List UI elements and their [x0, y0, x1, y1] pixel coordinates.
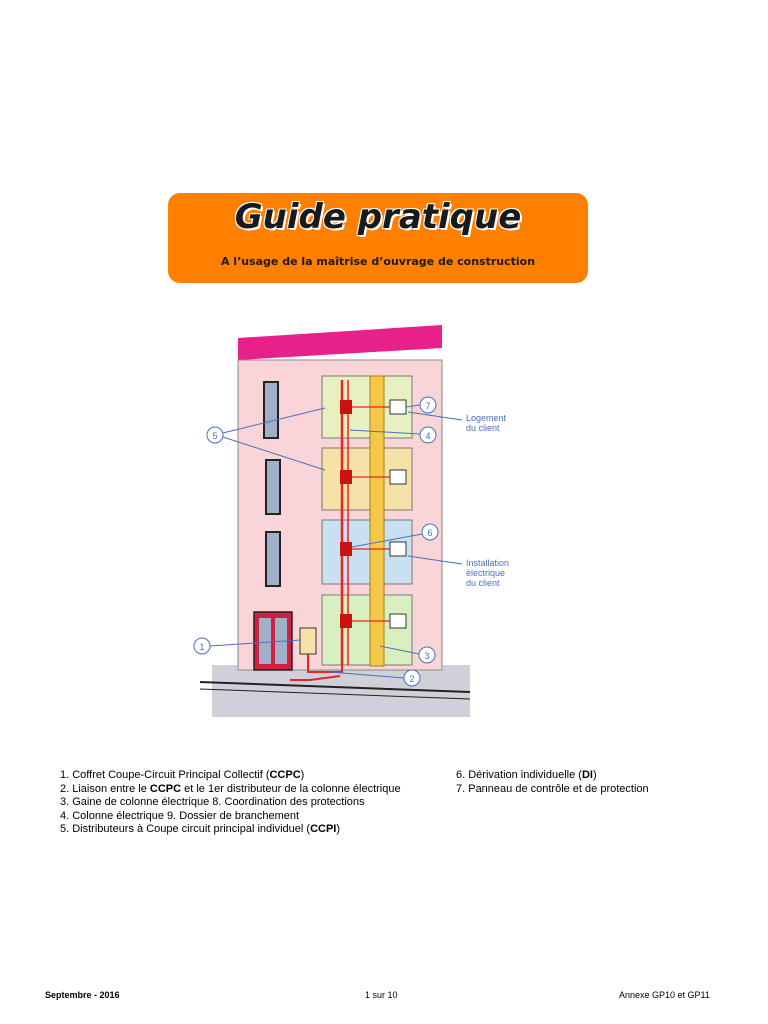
legend-item: 3. Gaine de colonne électrique 8. Coordi… — [60, 796, 365, 808]
legend-item: 1. Coffret Coupe-Circuit Principal Colle… — [60, 769, 305, 781]
footer-annex: Annexe GP10 et GP11 — [619, 990, 710, 1000]
callout-6 — [351, 523, 439, 548]
legend-item: 2. Liaison entre le CCPC et le 1er distr… — [60, 782, 401, 795]
callout-5 — [206, 407, 326, 471]
legend-item: 6. Dérivation individuelle (DI) — [456, 769, 597, 781]
legend-item: 7. Panneau de contrôle et de protection — [456, 782, 649, 795]
label-installation: Installation électrique du client — [466, 558, 512, 588]
callout-1 — [193, 637, 301, 655]
column-sheath — [369, 375, 385, 667]
banner-subtitle: A l’usage de la maîtrise d’ouvrage de co… — [220, 255, 536, 268]
distributor — [340, 542, 352, 556]
banner-title: Guide pratique — [234, 197, 522, 237]
liaison-cable — [307, 654, 343, 673]
svg-text:2: 2 — [409, 674, 414, 684]
window — [263, 381, 279, 439]
distributor — [340, 400, 352, 414]
control-panel — [389, 469, 407, 485]
legend-item: 5. Distributeurs à Coupe circuit princip… — [60, 823, 341, 835]
legend-right: 6. Dérivation individuelle (DI) 7. Panne… — [456, 769, 649, 796]
legend-item: 4. Colonne électrique 9. Dossier de bran… — [60, 809, 300, 822]
callout-4 — [349, 426, 437, 444]
callout-7 — [405, 396, 437, 414]
callout-3 — [379, 645, 436, 664]
label-logement: Logement du client — [466, 413, 509, 433]
callout-2 — [329, 669, 421, 687]
window — [265, 531, 281, 587]
ccpc-box — [299, 627, 317, 655]
footer-page-number: 1 sur 10 — [365, 990, 398, 1000]
control-panel — [389, 399, 407, 415]
floor-cutaway — [321, 594, 413, 666]
floor-cutaway — [321, 447, 413, 511]
svg-text:5: 5 — [212, 431, 217, 441]
window — [265, 459, 281, 515]
building-diagram: 5 4 7 6 3 2 1 Logement du client Install… — [193, 325, 512, 717]
control-panel — [389, 541, 407, 557]
svg-text:3: 3 — [424, 651, 429, 661]
svg-text:6: 6 — [427, 528, 432, 538]
distributor — [340, 614, 352, 628]
svg-text:7: 7 — [425, 401, 430, 411]
control-panel — [389, 613, 407, 629]
ground-line — [199, 681, 471, 693]
distributor — [340, 470, 352, 484]
legend-left: 1. Coffret Coupe-Circuit Principal Colle… — [60, 769, 401, 837]
svg-text:1: 1 — [199, 642, 204, 652]
roof — [238, 325, 442, 360]
svg-text:4: 4 — [425, 431, 430, 441]
footer-date: Septembre - 2016 — [45, 990, 120, 1000]
guide-banner: Guide pratique A l’usage de la maîtrise … — [168, 193, 588, 283]
